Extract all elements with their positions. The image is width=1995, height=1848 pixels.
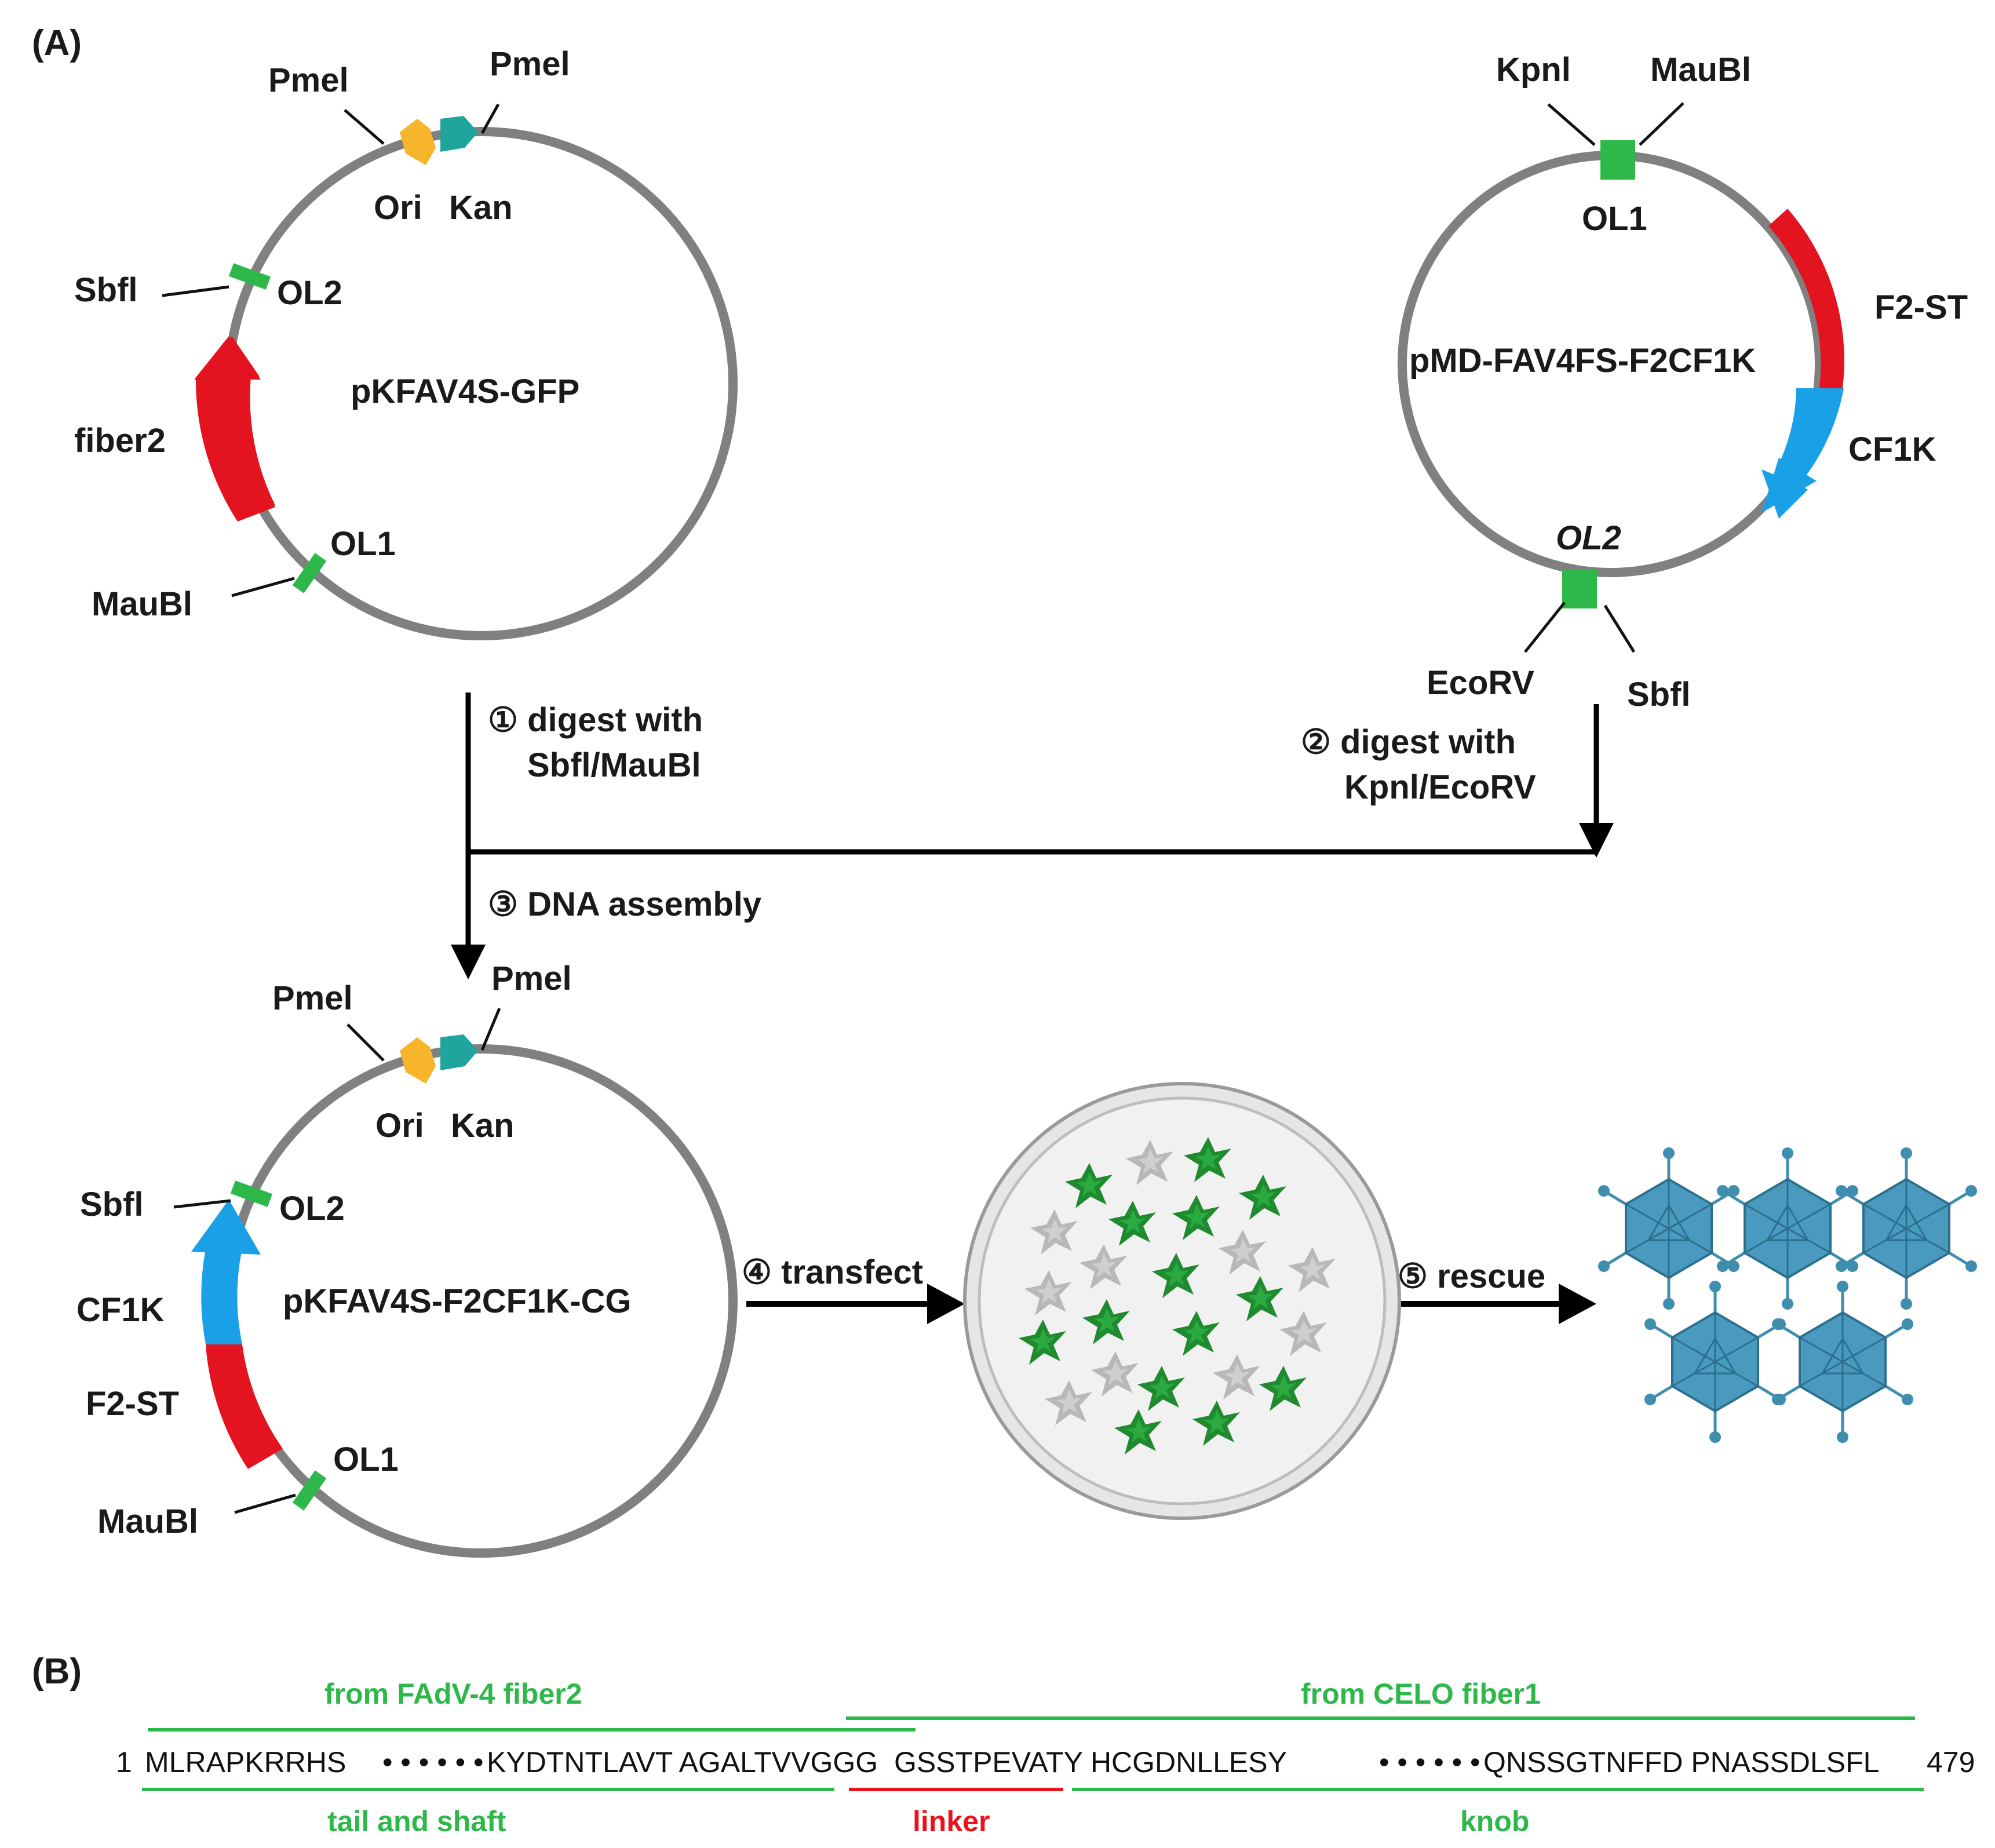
knob-label: knob	[1460, 1805, 1529, 1838]
step3-label: ③ DNA assembly	[488, 885, 761, 923]
p2-kpni-label: Kpnl	[1496, 51, 1571, 89]
p1-kan-label: Kan	[449, 189, 513, 227]
p3-ori-label: Ori	[375, 1107, 424, 1144]
cf1k-segment-p3	[201, 1240, 243, 1344]
step2-line2: Kpnl/EcoRV	[1344, 768, 1536, 806]
step1-line2: Sbfl/MauBl	[527, 746, 701, 784]
ol2-site-p3	[230, 1180, 273, 1207]
ol2-site-p2	[1562, 569, 1597, 608]
ol2-site	[228, 263, 271, 290]
sequence-end-number: 479	[1927, 1746, 1975, 1778]
p3-f2st-label: F2-ST	[86, 1385, 179, 1423]
plasmid1-name: pKFAV4S-GFP	[351, 373, 579, 410]
p1-ol1-label: OL1	[330, 525, 396, 563]
plasmid2-name: pMD-FAV4FS-F2CF1K	[1409, 342, 1756, 380]
p2-cf1k-label: CF1K	[1848, 431, 1936, 468]
step5-label: ⑤ rescue	[1398, 1257, 1545, 1295]
cf1k-arrowhead	[1761, 458, 1817, 513]
step1-line1: ① digest with	[488, 701, 703, 739]
f2st-segment	[1768, 209, 1844, 388]
sequence-ellipsis-1: • • • • • •	[382, 1746, 484, 1778]
p3-sbfi-label: Sbfl	[80, 1186, 144, 1223]
ori-arrow-p3	[400, 1037, 436, 1084]
sequence-start-number: 1	[116, 1746, 132, 1778]
plasmid-pmd-fav4fs-f2cf1k: Kpnl MauBl OL1 F2-ST CF1K OL2 EcoRV Sbfl…	[1398, 51, 1968, 713]
panel-b-sequence: from FAdV-4 fiber2 from CELO fiber1 1 ML…	[116, 1678, 1975, 1838]
from-fadv4-fiber2-label: from FAdV-4 fiber2	[324, 1678, 582, 1710]
plasmid-pkfav4s-f2cf1k-cg: Pmel Pmel Ori Kan Sbfl OL2 CF1K F2-ST OL…	[76, 960, 738, 1558]
sequence-segment-3: QNSSGTNFFD PNASSDLSFL	[1483, 1746, 1879, 1778]
f2st-segment-p3	[206, 1344, 283, 1469]
p2-ol1-label: OL1	[1582, 200, 1647, 238]
p3-pmel-left-label: Pmel	[272, 979, 353, 1017]
ori-arrow	[400, 119, 436, 165]
petri-dish	[963, 1082, 1401, 1520]
p3-cf1k-label: CF1K	[76, 1291, 165, 1329]
panel-a-label: (A)	[32, 23, 82, 63]
p3-kan-label: Kan	[451, 1107, 515, 1144]
step2-line1: ② digest with	[1301, 723, 1516, 761]
p2-maubi-label: MauBl	[1650, 51, 1751, 89]
p1-pmel-left-label: Pmel	[268, 61, 349, 99]
p2-ol2-label: OL2	[1556, 519, 1621, 557]
cf1k-arrowhead-p3	[191, 1200, 261, 1255]
virion-3	[1836, 1147, 1977, 1310]
p2-ecorv-label: EcoRV	[1427, 664, 1534, 702]
p3-ol1-label: OL1	[333, 1441, 399, 1478]
plasmid3-name: pKFAV4S-F2CF1K-CG	[283, 1282, 632, 1320]
ol1-site	[292, 553, 327, 593]
panel-b-label: (B)	[32, 1652, 82, 1692]
p2-sbfi-label: Sbfl	[1627, 676, 1691, 713]
p1-ori-label: Ori	[374, 189, 422, 227]
p3-maubi-label: MauBl	[97, 1503, 198, 1540]
p1-pmel-right-label: Pmel	[490, 45, 570, 83]
rescued-virions	[1598, 1147, 1977, 1443]
kan-arrow-p3	[440, 1034, 478, 1070]
sequence-segment-2: KYDTNTLAVT AGALTVVGGG GSSTPEVATY HCGDNLL…	[487, 1746, 1287, 1778]
step4-label: ④ transfect	[742, 1253, 923, 1291]
sequence-ellipsis-2: • • • • • •	[1379, 1746, 1480, 1778]
linker-label: linker	[913, 1805, 990, 1838]
p2-f2st-label: F2-ST	[1874, 289, 1968, 326]
ol1-site-p2	[1600, 140, 1635, 180]
p1-maubi-label: MauBl	[92, 585, 192, 623]
sequence-segment-1: MLRAPKRRHS	[145, 1746, 346, 1778]
plasmid-pkfav4s-gfp: Pmel Pmel Ori Kan Sbfl OL2 fiber2 OL1 Ma…	[74, 45, 738, 640]
p3-ol2-label: OL2	[279, 1190, 345, 1227]
ol1-site-p3	[292, 1470, 327, 1511]
tail-and-shaft-label: tail and shaft	[327, 1805, 506, 1838]
p1-fiber2-label: fiber2	[74, 422, 166, 460]
p3-pmel-right-label: Pmel	[491, 960, 572, 997]
fiber2-arrowhead	[194, 336, 261, 380]
kan-arrow	[440, 116, 478, 152]
from-celo-fiber1-label: from CELO fiber1	[1301, 1678, 1541, 1710]
p1-ol2-label: OL2	[277, 274, 342, 312]
workflow-arrows	[451, 692, 1614, 1324]
p1-sbfi-label: Sbfl	[74, 271, 138, 309]
